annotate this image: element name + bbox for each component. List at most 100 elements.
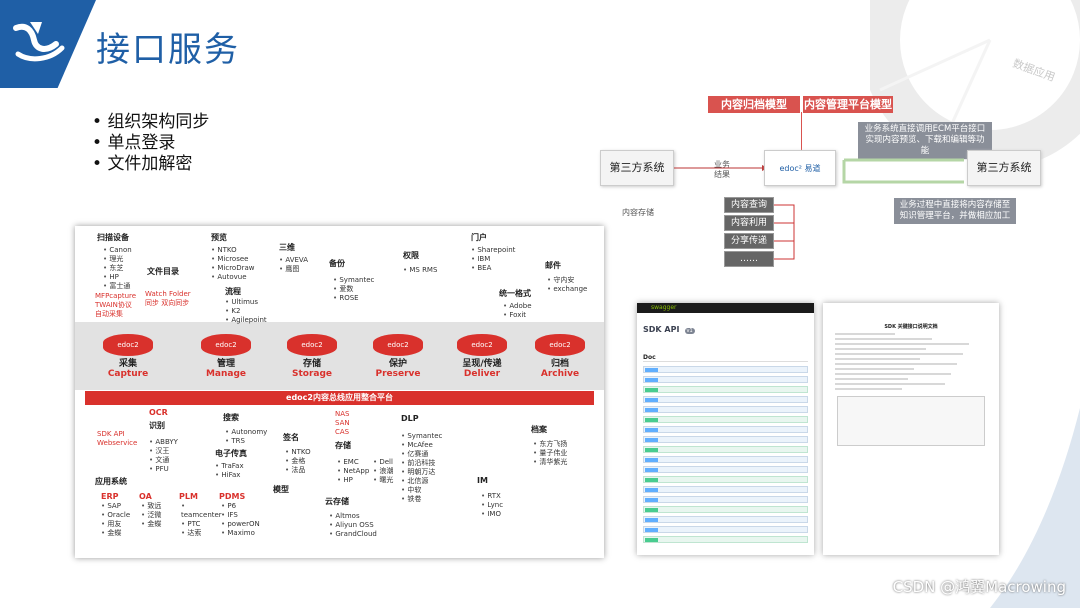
method-badge	[645, 468, 658, 472]
list-item: Canon	[103, 246, 131, 255]
method-badge	[645, 368, 658, 372]
list-item: NTKO	[211, 246, 254, 255]
list-item: Dell	[373, 458, 393, 467]
tab-archive-model[interactable]: 内容归档模型	[708, 96, 800, 113]
doc-line	[835, 333, 895, 335]
node-storage[interactable]: edoc2 存储 Storage	[277, 334, 347, 379]
node-deliver[interactable]: edoc2 呈现/传递 Deliver	[447, 334, 517, 379]
list-item: 北信源	[401, 477, 442, 486]
node-archive[interactable]: edoc2 归档 Archive	[525, 334, 595, 379]
list-item: PTC	[181, 520, 221, 529]
third-party-system-right[interactable]: 第三方系统	[967, 150, 1041, 186]
api-endpoint-row[interactable]	[643, 476, 808, 483]
cat-fax: 电子传真	[215, 449, 247, 458]
cat-mail: 邮件	[545, 261, 561, 270]
api-endpoint-row[interactable]	[643, 416, 808, 423]
sdk-link: SDK API Webservice	[97, 430, 138, 447]
list-item: 爱数	[333, 285, 374, 294]
list-item: PFU	[149, 465, 178, 474]
node-preserve[interactable]: edoc2 保护 Preserve	[363, 334, 433, 379]
doc-line	[835, 383, 945, 385]
api-endpoint-row[interactable]	[643, 436, 808, 443]
api-endpoint-row[interactable]	[643, 506, 808, 513]
database-icon: edoc2	[373, 334, 423, 356]
swagger-brand: swagger	[651, 304, 677, 311]
node-capture[interactable]: edoc2 采集 Capture	[93, 334, 163, 379]
doc-line	[835, 358, 920, 360]
list-item: NTKO	[285, 448, 310, 457]
list-item: IMO	[481, 510, 503, 519]
api-endpoint-row[interactable]	[643, 426, 808, 433]
database-icon: edoc2	[287, 334, 337, 356]
doc-page-preview[interactable]: SDK 关键接口说明文档	[823, 303, 999, 555]
doc-line	[835, 343, 969, 345]
method-badge	[645, 428, 658, 432]
list-item: 明朝万达	[401, 468, 442, 477]
list-item: 浪潮	[373, 467, 393, 476]
option-more[interactable]: ……	[724, 251, 774, 267]
list-item: EMC	[337, 458, 369, 467]
bullet-list: 组织架构同步 单点登录 文件加解密	[92, 112, 209, 175]
list-item: Autonomy	[225, 428, 267, 437]
api-endpoint-row[interactable]	[643, 456, 808, 463]
doc-screenshot	[837, 396, 985, 446]
api-endpoint-row[interactable]	[643, 376, 808, 383]
list-item: Aliyun OSS	[329, 521, 377, 530]
cat-plm: PLM	[179, 492, 198, 501]
divider	[801, 112, 802, 172]
swagger-topbar: swagger	[637, 303, 814, 313]
edoc-platform-box[interactable]: edoc² 易道	[764, 150, 836, 186]
list-item: TraFax	[215, 462, 243, 471]
api-title: SDK API	[643, 325, 680, 334]
third-party-system-left[interactable]: 第三方系统	[600, 150, 674, 186]
option-use[interactable]: 内容利用	[724, 215, 774, 231]
method-badge	[645, 438, 658, 442]
list-item: McAfee	[401, 441, 442, 450]
mfp-capture: MFPcapture TWAIN协议 自动采集	[95, 292, 137, 318]
api-endpoint-row[interactable]	[643, 526, 808, 533]
api-endpoint-row[interactable]	[643, 496, 808, 503]
cat-flow: 流程	[225, 287, 241, 296]
api-endpoint-row[interactable]	[643, 446, 808, 453]
api-endpoint-row[interactable]	[643, 396, 808, 403]
doc-line	[835, 388, 902, 390]
cat-sign: 签名	[283, 433, 299, 442]
swagger-preview[interactable]: swagger SDK API v1 Doc	[637, 303, 814, 555]
list-item: HP	[337, 476, 369, 485]
api-endpoint-row[interactable]	[643, 366, 808, 373]
cat-backup: 备份	[329, 259, 345, 268]
list-item: AVEVA	[279, 256, 308, 265]
list-item: Oracle	[101, 511, 130, 520]
option-connector	[774, 204, 795, 260]
node-manage[interactable]: edoc2 管理 Manage	[191, 334, 261, 379]
api-endpoint-row[interactable]	[643, 466, 808, 473]
cat-apps: 应用系统	[95, 477, 127, 486]
api-endpoint-row[interactable]	[643, 486, 808, 493]
cat-rights: 权限	[403, 251, 419, 260]
list-item: Symantec	[333, 276, 374, 285]
node-label: 管理	[216, 359, 235, 369]
method-badge	[645, 418, 658, 422]
api-endpoint-row[interactable]	[643, 516, 808, 523]
doc-line	[835, 348, 926, 350]
cat-preview: 预览	[211, 233, 227, 242]
option-query[interactable]: 内容查询	[724, 197, 774, 213]
api-endpoint-row[interactable]	[643, 406, 808, 413]
list-item: 东方飞扬	[533, 440, 567, 449]
cat-oa: OA	[139, 492, 152, 501]
api-endpoint-row[interactable]	[643, 536, 808, 543]
bullet-item: 文件加解密	[92, 154, 209, 175]
node-label-en: Manage	[205, 369, 247, 379]
list-item: 用友	[101, 520, 130, 529]
page-title: 接口服务	[96, 30, 240, 70]
storage-label: 内容存储	[622, 208, 654, 217]
option-share[interactable]: 分享传递	[724, 233, 774, 249]
api-endpoint-row[interactable]	[643, 386, 808, 393]
list-item: Symantec	[401, 432, 442, 441]
logo-icon	[13, 22, 65, 62]
node-label: 采集	[118, 359, 137, 369]
list-item: 曙光	[373, 476, 393, 485]
list-item: 中软	[401, 486, 442, 495]
tab-platform-model[interactable]: 内容管理平台模型	[803, 96, 893, 113]
list-item: TRS	[225, 437, 267, 446]
